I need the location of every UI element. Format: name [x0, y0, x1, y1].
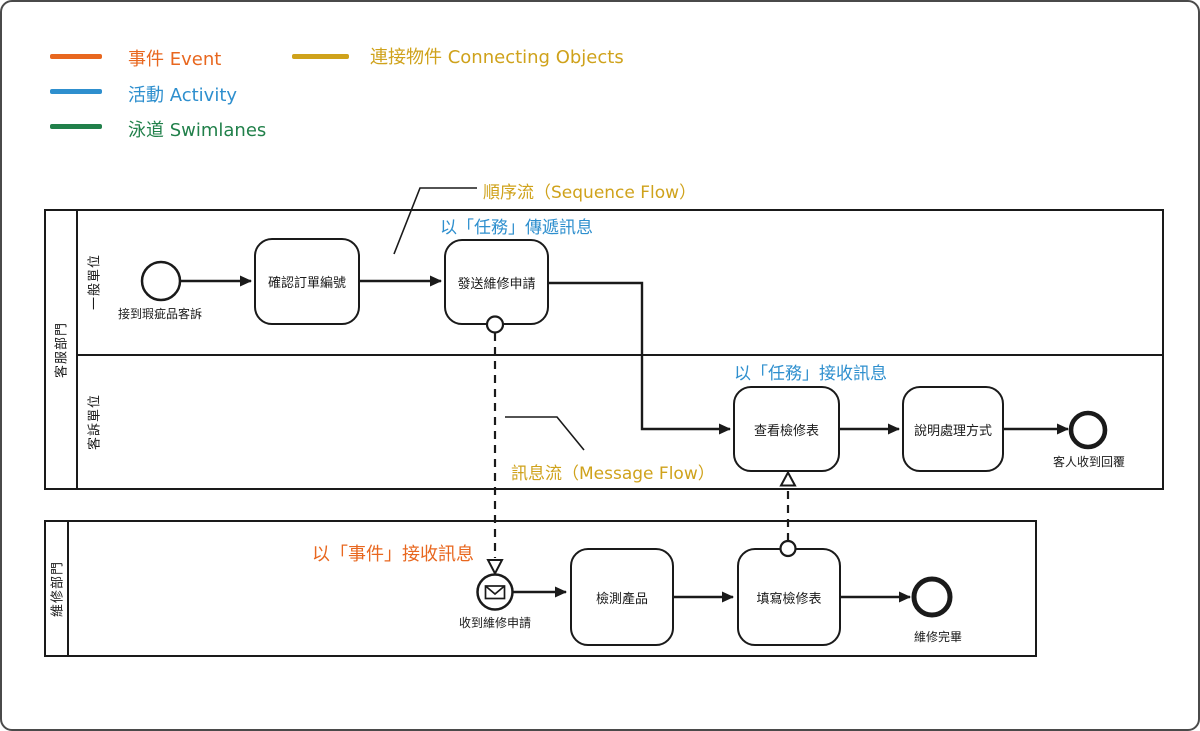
task-confirm-order-number-label: 確認訂單編號: [267, 276, 346, 291]
task-send-repair-request-label: 發送維修申請: [457, 276, 536, 292]
pool-repair: [44, 520, 1037, 657]
task-explain-handling: 說明處理方式: [902, 386, 1004, 472]
task-inspect-product: 檢測產品: [570, 548, 674, 646]
message-event-label: 收到維修申請: [458, 616, 532, 630]
lane-complaint-unit-label: 客訴單位: [87, 393, 103, 451]
task-explain-handling-label: 說明處理方式: [913, 423, 992, 439]
connecting-objects-line-swatch: [292, 54, 349, 59]
legend-swimlanes-label: 泳道 Swimlanes: [128, 120, 267, 141]
receive-by-task-annotation: 以「任務」接收訊息: [734, 364, 887, 384]
send-by-task-annotation: 以「任務」傳遞訊息: [440, 218, 593, 238]
legend-activity-label: 活動 Activity: [128, 85, 238, 106]
pool-repair-label: 維修部門: [50, 560, 66, 618]
receive-by-event-annotation: 以「事件」接收訊息: [312, 544, 474, 565]
event-line-swatch: [50, 54, 102, 59]
pool-customer-service-label-separator: [76, 211, 79, 488]
sequence-flow-annotation: 順序流（Sequence Flow）: [483, 183, 697, 203]
legend-connecting-objects-label: 連接物件 Connecting Objects: [370, 47, 624, 68]
pool-customer-service-label: 客服部門: [54, 321, 70, 379]
legend-event-label: 事件 Event: [128, 49, 222, 70]
task-view-inspection-form-label: 查看檢修表: [753, 423, 819, 439]
activity-line-swatch: [50, 89, 102, 94]
task-fill-inspection-form-label: 填寫檢修表: [756, 591, 822, 607]
end-event-customer-label: 客人收到回覆: [1052, 455, 1126, 469]
swimlane-line-swatch: [50, 124, 102, 129]
task-send-repair-request: 發送維修申請: [444, 239, 549, 325]
pool-repair-label-separator: [67, 522, 70, 655]
end-event-repair-label: 維修完畢: [913, 630, 963, 644]
task-confirm-order-number: 確認訂單編號: [254, 238, 360, 325]
message-flow-annotation: 訊息流（Message Flow）: [511, 464, 715, 484]
start-event-label: 接到瑕疵品客訴: [117, 307, 203, 321]
task-view-inspection-form: 查看檢修表: [733, 386, 840, 472]
lane-general-unit-label: 一般單位: [87, 253, 103, 311]
task-fill-inspection-form: 填寫檢修表: [737, 548, 841, 646]
task-inspect-product-label: 檢測產品: [595, 591, 648, 607]
lane-divider: [77, 354, 1162, 357]
